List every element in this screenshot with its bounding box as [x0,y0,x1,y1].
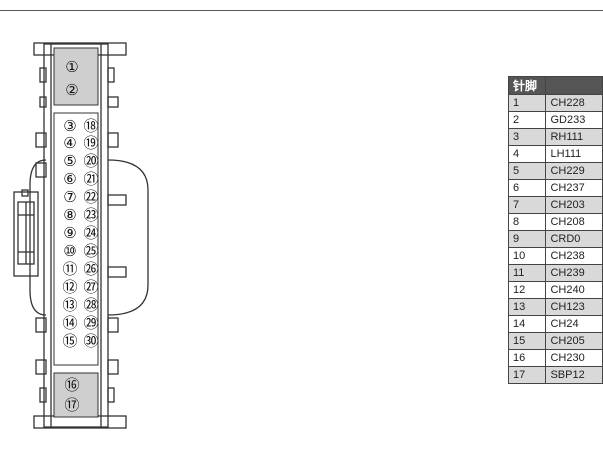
pin-label: ㉕ [83,242,98,260]
pin-cell: 15 [507,332,547,350]
pin-label: ⑮ [62,332,77,350]
pin-label: ⑨ [63,224,76,242]
pin-label: ⑱ [83,117,98,135]
pin-cell: 9 [507,230,547,248]
pin-cell: 3 [507,128,547,146]
pin-label: ② [65,81,78,99]
pin-label: ⑦ [63,188,76,206]
pin-label: ⑭ [62,314,77,332]
pin-label: ④ [63,134,76,152]
pin-label: ㉔ [83,224,98,242]
pin-label: ㉒ [83,188,98,206]
connector-bottom-tab [33,415,127,429]
pin-cell: 14 [507,315,547,333]
definition-cell: CH230 [545,349,603,367]
main-pin-window [53,112,99,366]
definition-cell: CH208 [545,213,603,231]
pin-cell: 17 [507,366,547,384]
pin-cell: 6 [507,179,547,197]
connector-diagram: ① ② ③ ⑱ ④ ⑲ ⑤ ⑳ ⑥ ㉑ ⑦ ㉒ ⑧ ㉓ ⑨ ㉔ ⑩ ㉕ ⑪ ㉖ … [13,42,149,429]
pin-cell: 12 [507,281,547,299]
pin-cell: 1 [507,94,547,112]
table-header-row: 针脚 [507,76,603,95]
definition-cell: CH205 [545,332,603,350]
definition-cell: CRD0 [545,230,603,248]
pin-label: ㉓ [83,206,98,224]
bottom-pin-window [53,372,99,418]
definition-cell: CH203 [545,196,603,214]
right-housing-outline [107,159,149,316]
pin-label: ⑧ [63,206,76,224]
definition-cell: SBP12 [545,366,603,384]
definition-cell: CH240 [545,281,603,299]
definition-cell: CH239 [545,264,603,282]
pin-cell: 11 [507,264,547,282]
definition-cell: CH123 [545,298,603,316]
pin-label: ⑩ [63,242,76,260]
pin-label: ⑳ [83,152,98,170]
latch-clip [13,191,39,277]
pin-cell: 4 [507,145,547,163]
pin-label: ⑲ [83,134,98,152]
pin-cell: 2 [507,111,547,129]
pin-cell: 13 [507,298,547,316]
definition-cell: CH237 [545,179,603,197]
definition-cell: CH228 [545,94,603,112]
pin-label: ⑥ [63,170,76,188]
pin-label: ㉖ [83,260,98,278]
header-definition [545,76,603,95]
definition-cell: CH238 [545,247,603,265]
header-pin: 针脚 [507,76,547,95]
pin-cell: 8 [507,213,547,231]
pin-cell: 5 [507,162,547,180]
pin-cell: 7 [507,196,547,214]
pin-label: ㉚ [83,332,98,350]
pin-cell: 16 [507,349,547,367]
pin-label: ㉑ [83,170,98,188]
definition-cell: GD233 [545,111,603,129]
definition-cell: RH111 [545,128,603,146]
pin-label: ⑪ [62,260,77,278]
pin-label: ⑬ [62,296,77,314]
definition-cell: LH111 [545,145,603,163]
top-pin-window [53,47,99,106]
pin-label: ⑯ [64,376,79,394]
definition-cell: CH229 [545,162,603,180]
pin-label: ① [65,58,78,76]
pin-label: ㉗ [83,278,98,296]
pin-label: ③ [63,117,76,135]
pin-label: ⑰ [64,396,79,414]
pin-label: ㉙ [83,314,98,332]
definition-cell: CH24 [545,315,603,333]
pin-label: ㉘ [83,296,98,314]
top-divider-line [0,10,603,11]
pin-cell: 10 [507,247,547,265]
pin-label: ⑤ [63,152,76,170]
connector-body-outer [43,43,109,428]
pin-label: ⑫ [62,278,77,296]
